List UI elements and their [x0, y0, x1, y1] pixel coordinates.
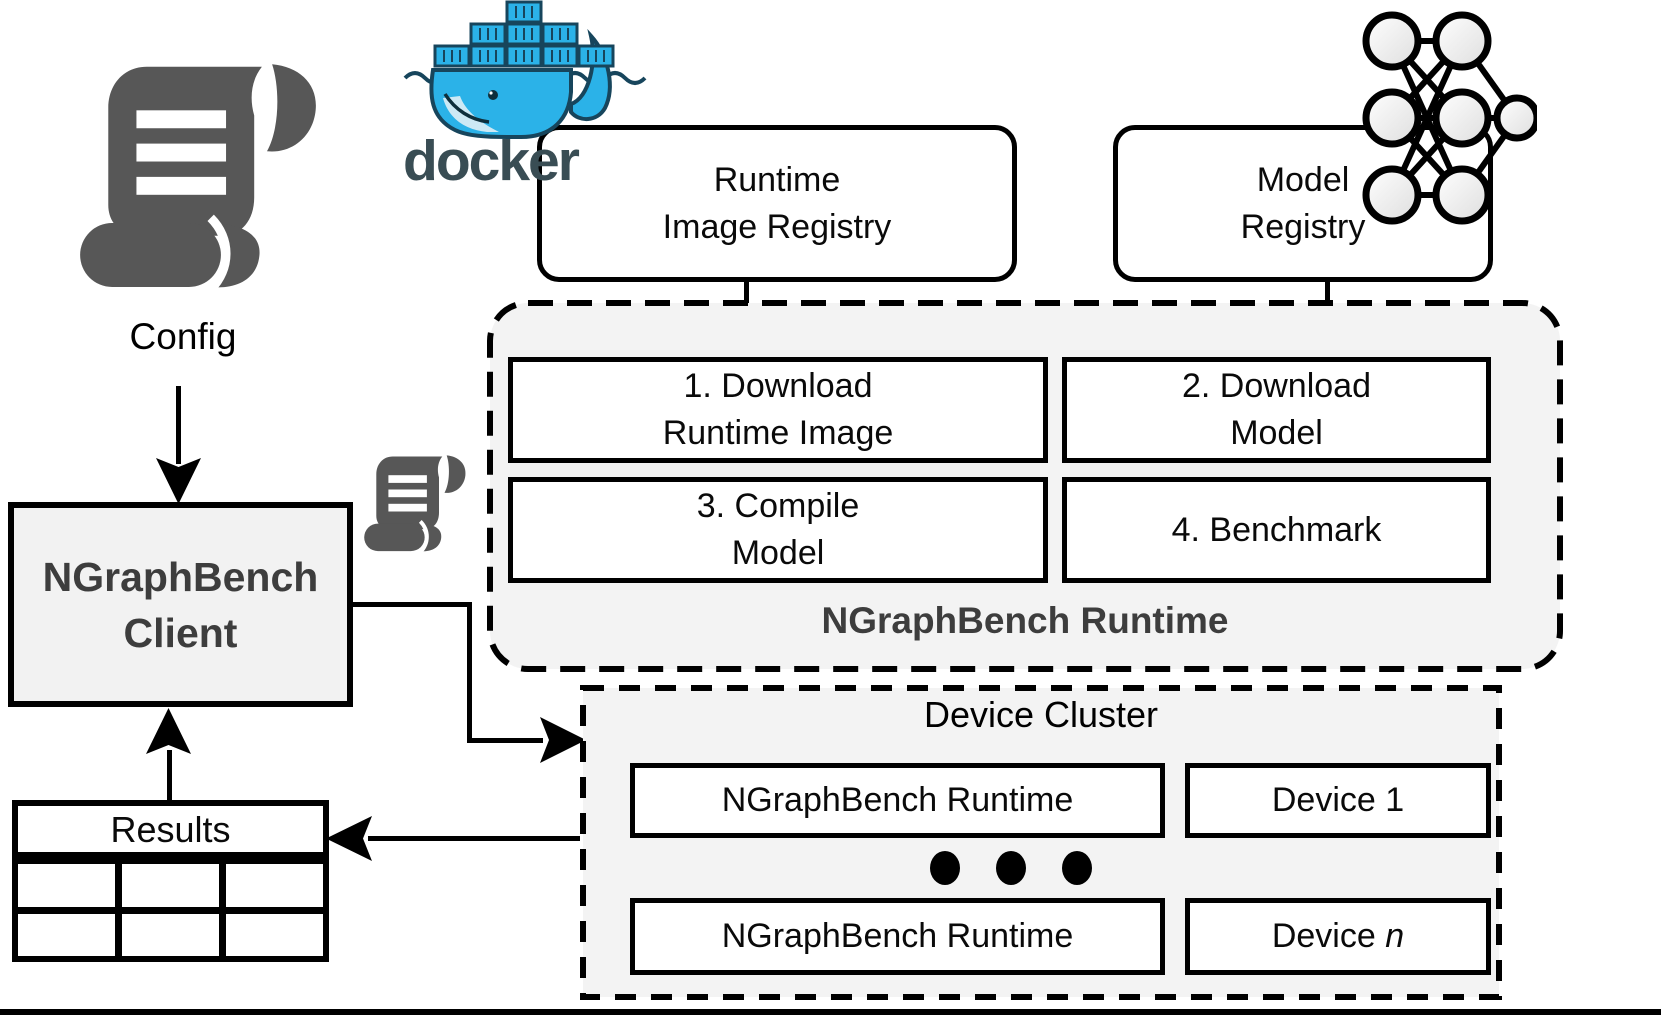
ellipsis-dot — [996, 851, 1026, 885]
cluster-to-results-line — [368, 836, 580, 841]
cluster-runtime-label-1: NGraphBench Runtime — [721, 781, 1074, 819]
results-cell — [18, 913, 115, 956]
runtime-image-registry-box: Runtime Image Registry — [537, 125, 1017, 282]
results-cell — [122, 864, 219, 907]
ngraphbench-client-box: NGraphBench Client — [8, 502, 353, 707]
client-to-cluster-line-2 — [467, 602, 472, 743]
cluster-runtime-label-2: NGraphBench Runtime — [721, 917, 1074, 955]
results-cell — [226, 864, 323, 907]
device-1-label: Device 1 — [1271, 781, 1405, 819]
step1-line1: 1. Download — [683, 367, 873, 405]
step-download-model-box: 2. Download Model — [1062, 357, 1491, 463]
results-to-client-line — [167, 750, 172, 800]
runtime-panel-label: NGraphBench Runtime — [821, 600, 1229, 641]
step2-line1: 2. Download — [1181, 367, 1371, 405]
results-cell — [122, 913, 219, 956]
step3-line2: Model — [731, 534, 825, 572]
config-label: Config — [129, 316, 237, 357]
device-n-box: Device n — [1185, 898, 1491, 975]
client-to-cluster-line-1 — [350, 602, 472, 607]
step4-line1: 4. Benchmark — [1171, 510, 1382, 549]
runtime-image-registry-line1: Runtime — [713, 160, 841, 199]
step1-line2: Runtime Image — [662, 414, 894, 452]
ellipsis-dots — [930, 849, 1092, 887]
docker-wordmark: docker — [403, 129, 580, 193]
model-registry-line1: Model — [1256, 160, 1350, 199]
client-line1: NGraphBench — [42, 553, 319, 600]
arrow-left-icon — [326, 816, 372, 861]
docker-logo-icon: docker — [403, 0, 647, 193]
client-to-cluster-line-3 — [467, 738, 543, 743]
client-line2: Client — [123, 609, 238, 656]
results-cell — [18, 864, 115, 907]
cluster-runtime-box-1: NGraphBench Runtime — [630, 763, 1165, 838]
arrow-config-to-client-line — [176, 386, 181, 464]
runtime-image-registry-line2: Image Registry — [662, 207, 892, 246]
model-registry-line2: Registry — [1240, 207, 1366, 246]
cluster-runtime-box-2: NGraphBench Runtime — [630, 898, 1165, 975]
device-1-box: Device 1 — [1185, 763, 1491, 838]
step-benchmark-box: 4. Benchmark — [1062, 477, 1491, 583]
results-table — [12, 858, 329, 962]
device-cluster-title: Device Cluster — [923, 694, 1159, 735]
bottom-rule — [0, 1009, 1661, 1015]
device-n-label: Device n — [1271, 917, 1405, 955]
arrow-down-icon — [156, 458, 201, 504]
arrow-right-icon — [540, 717, 586, 763]
step-download-runtime-image-box: 1. Download Runtime Image — [508, 357, 1048, 463]
ellipsis-dot — [1062, 851, 1092, 885]
step3-line1: 3. Compile — [696, 487, 860, 525]
config-scroll-icon — [75, 52, 331, 312]
results-box: Results — [12, 800, 329, 858]
arrow-up-icon — [146, 708, 191, 754]
results-cell — [226, 913, 323, 956]
neural-network-icon — [1362, 11, 1537, 225]
results-label: Results — [110, 808, 231, 850]
step-compile-model-box: 3. Compile Model — [508, 477, 1048, 583]
script-scroll-icon — [362, 445, 472, 567]
ellipsis-dot — [930, 851, 960, 885]
step2-line2: Model — [1230, 414, 1323, 452]
